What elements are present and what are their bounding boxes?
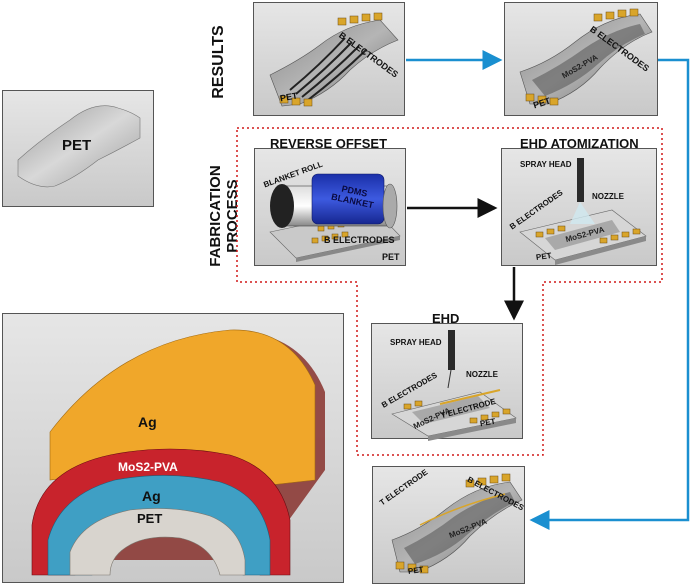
reverse-offset-title: REVERSE OFFSET [270,136,388,151]
ehd-nozzle-label: NOZZLE [466,370,498,379]
results-1-device [269,12,399,107]
ehd-spray-head-label: SPRAY HEAD [390,338,442,347]
cross-section-mos2-label: MoS2-PVA [118,460,178,474]
reverse-offset-device [269,173,401,262]
right-return-connector [529,58,690,530]
cross-section-ag-bottom-label: Ag [142,488,161,504]
final-device [391,473,523,574]
atomization-spray-head-label: SPRAY HEAD [520,160,572,169]
cross-section-layers [31,329,325,576]
fabrication-dotted-outline [236,127,663,456]
reverse-offset-electrodes-label: B ELECTRODES [324,235,395,245]
ehd-atomization-device [519,158,647,265]
results-2-device [519,8,653,106]
cross-section-ag-top-label: Ag [138,414,157,430]
pet-substrate-label: PET [62,137,92,154]
cross-section-pet-label: PET [137,511,163,526]
atomization-nozzle-label: NOZZLE [592,192,624,201]
pet-sheet [17,105,141,188]
ehd-device [391,330,517,441]
ehd-title: EHD [432,311,460,326]
ehd-atomization-title: EHD ATOMIZATION [520,136,639,151]
reverse-offset-pet-label: PET [382,252,400,262]
